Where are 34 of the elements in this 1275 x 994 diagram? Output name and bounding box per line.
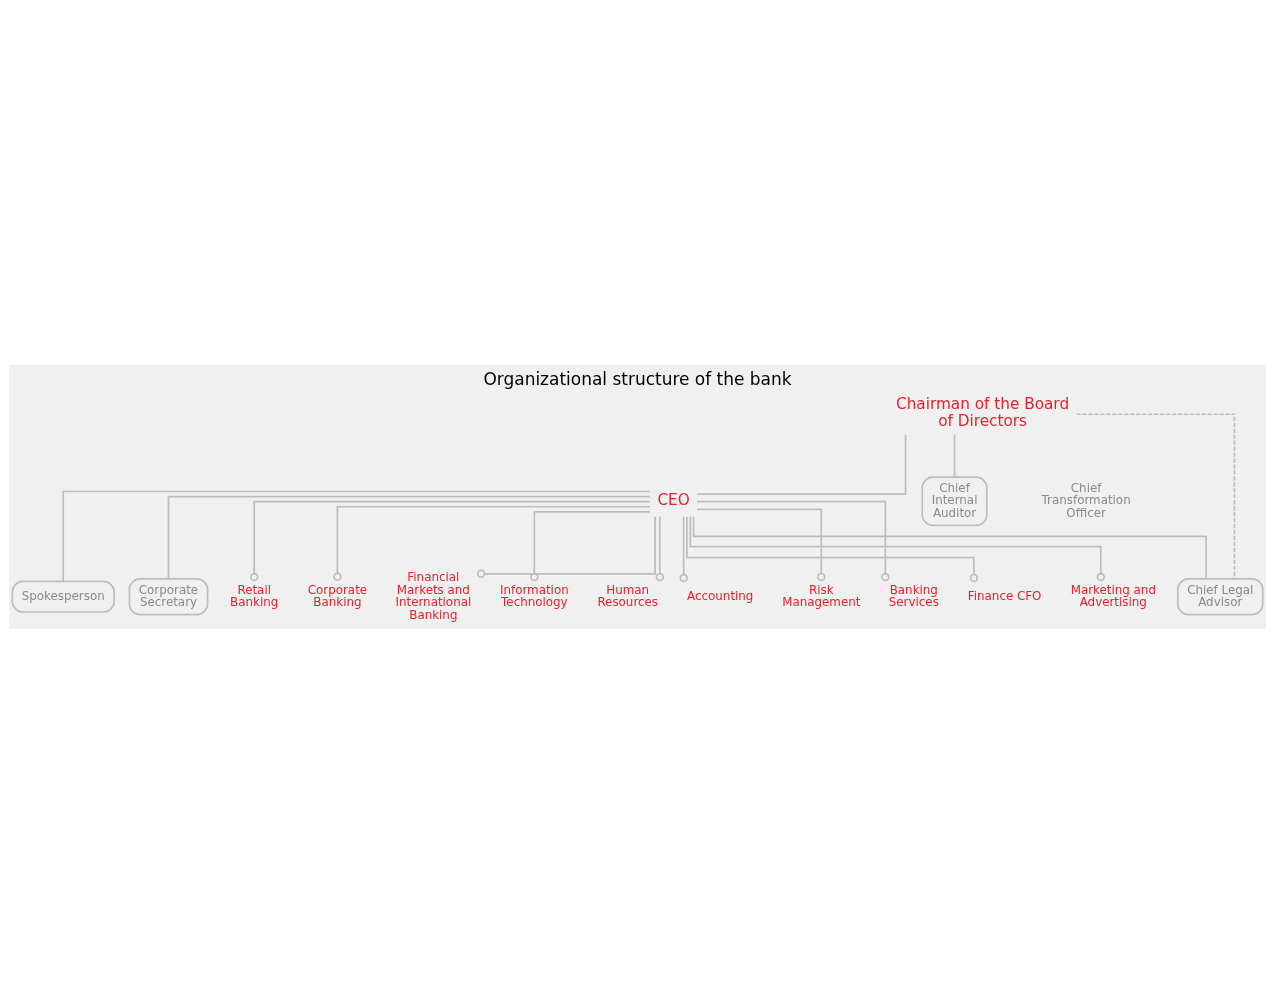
node-text: Risk Management <box>782 582 861 610</box>
connector <box>530 511 651 582</box>
node-text: Finance CFO <box>967 588 1042 603</box>
node-text: Accounting <box>687 588 754 603</box>
connector <box>476 515 656 579</box>
connector <box>696 433 907 495</box>
connector <box>696 508 826 582</box>
node-box: Chief Legal Advisor <box>1176 578 1264 616</box>
connector <box>679 515 688 583</box>
node-text: Marketing and Advertising <box>1070 582 1156 610</box>
node-text: Chairman of the Board of Directors <box>896 395 1070 431</box>
connector <box>62 490 651 583</box>
node-box: Spokesperson <box>11 580 115 613</box>
connector <box>1075 413 1236 580</box>
node-text: Human Resources <box>597 582 659 610</box>
node-text: Banking Services <box>888 582 939 610</box>
diagram-title: Organizational structure of the bank <box>483 369 792 390</box>
label: Chief Transformation Officer <box>1041 480 1131 521</box>
node-text: CEO <box>657 490 690 509</box>
connector <box>333 505 652 582</box>
connector <box>692 515 1207 580</box>
connector <box>250 500 651 582</box>
node-text: Financial Markets and International Banking <box>395 569 472 622</box>
connector <box>167 495 652 580</box>
connector <box>953 433 956 478</box>
connector <box>655 515 665 582</box>
node-text: Corporate Banking <box>307 582 368 610</box>
node-text: Retail Banking <box>230 582 279 610</box>
node-box: Corporate Secretary <box>128 578 209 616</box>
connector <box>696 500 890 582</box>
connector <box>689 515 1105 582</box>
node-text: Information Technology <box>499 582 569 610</box>
node-box: Chief Internal Auditor <box>921 476 988 527</box>
connector <box>686 515 979 583</box>
